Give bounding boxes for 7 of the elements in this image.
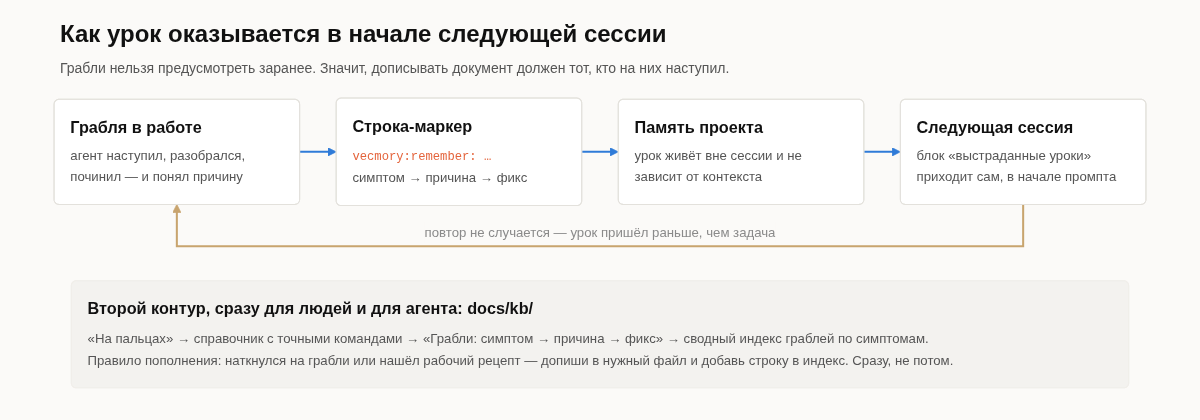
subtitle: Грабли нельзя предусмотреть заранее. Значит, дописывать документ должен тот, кто на них наступил. [60,60,730,76]
diagram-title: Как урок оказывается в начале следующей сессии [60,20,667,48]
arrow [299,147,337,157]
edge-label: повтор не случается — урок пришёл раньше, чем задача [424,224,776,241]
arrow [172,204,1025,248]
arrow [863,147,901,157]
arrow [581,147,619,157]
